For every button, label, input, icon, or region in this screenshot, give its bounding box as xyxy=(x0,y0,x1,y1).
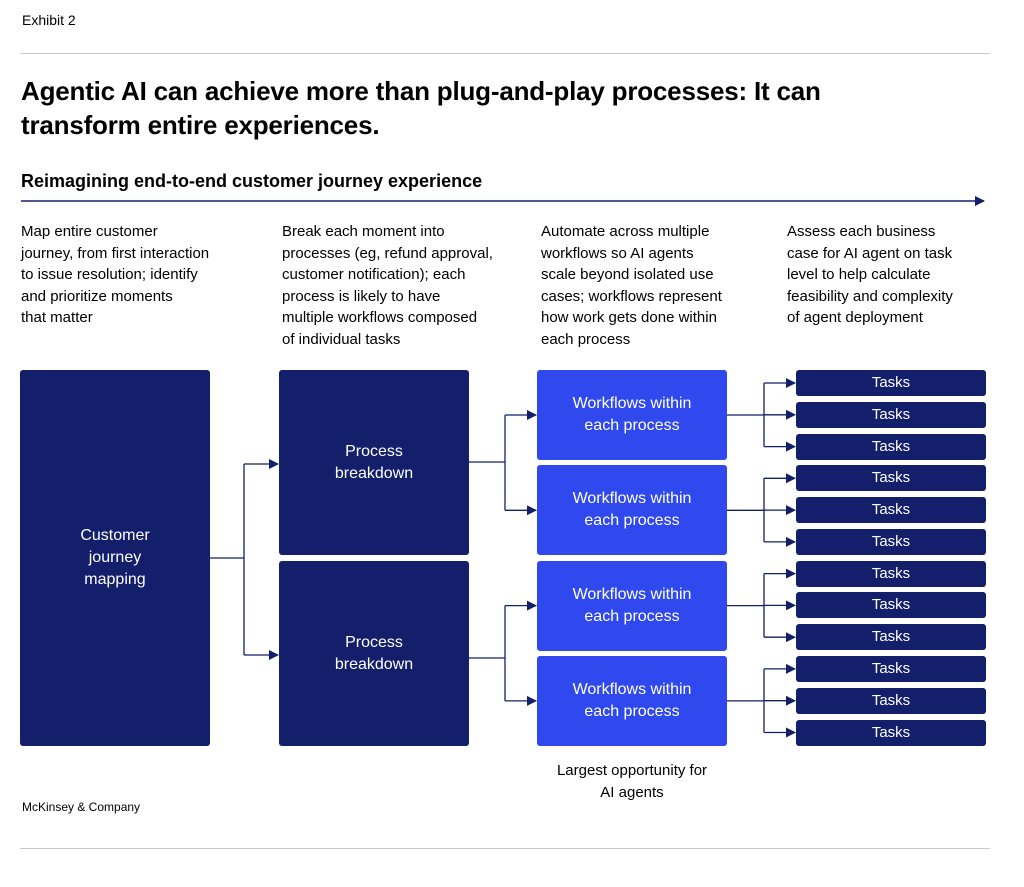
workflow-label: Workflows within each process xyxy=(572,680,692,720)
task-box: Tasks xyxy=(796,719,986,746)
bottom-divider xyxy=(20,848,990,849)
task-label: Tasks xyxy=(871,723,911,741)
column-description-tasks: Assess each business case for AI agent o… xyxy=(787,223,953,327)
diagram-subtitle: Reimagining end-to-end customer journey … xyxy=(21,171,483,191)
process-box-1: Process breakdown xyxy=(279,370,469,555)
exhibit-label: Exhibit 2 xyxy=(22,12,76,28)
task-box: Tasks xyxy=(796,655,986,682)
column-description-process: Break each moment into processes (eg, re… xyxy=(282,223,493,348)
workflow-box-2: Workflows within each process xyxy=(537,465,727,556)
task-box: Tasks xyxy=(796,465,986,492)
task-label: Tasks xyxy=(871,659,911,677)
task-label: Tasks xyxy=(871,501,911,519)
task-label: Tasks xyxy=(871,437,911,455)
task-box: Tasks xyxy=(796,624,986,651)
task-label: Tasks xyxy=(871,405,911,423)
task-box: Tasks xyxy=(796,401,986,428)
task-label: Tasks xyxy=(871,691,911,709)
task-box: Tasks xyxy=(796,370,986,396)
task-label: Tasks xyxy=(871,374,911,391)
task-box: Tasks xyxy=(796,433,986,460)
task-label: Tasks xyxy=(871,628,911,646)
task-label: Tasks xyxy=(871,532,911,550)
task-label: Tasks xyxy=(871,469,911,487)
workflow-caption: Largest opportunity for AI agents xyxy=(556,762,708,801)
top-divider xyxy=(20,53,990,54)
process-label: Process breakdown xyxy=(334,442,414,482)
task-box: Tasks xyxy=(796,560,986,587)
column-description-journey: Map entire customer journey, from first … xyxy=(21,223,210,327)
task-box: Tasks xyxy=(796,528,986,555)
task-box: Tasks xyxy=(796,687,986,714)
task-box: Tasks xyxy=(796,592,986,619)
workflow-label: Workflows within each process xyxy=(572,585,692,625)
task-label: Tasks xyxy=(871,596,911,614)
workflow-box-4: Workflows within each process xyxy=(537,655,727,746)
task-label: Tasks xyxy=(871,564,911,582)
customer-journey-label: Customer journey mapping xyxy=(80,527,150,588)
column-description-workflow: Automate across multiple workflows so AI… xyxy=(541,223,722,348)
workflow-label: Workflows within each process xyxy=(572,395,692,434)
process-box-2: Process breakdown xyxy=(279,561,469,746)
customer-journey-box: Customer journey mapping xyxy=(20,370,210,746)
workflow-box-3: Workflows within each process xyxy=(537,560,727,651)
process-label: Process breakdown xyxy=(334,633,414,673)
workflow-label: Workflows within each process xyxy=(572,490,692,530)
page-title: Agentic AI can achieve more than plug-an… xyxy=(21,76,821,140)
task-box: Tasks xyxy=(796,497,986,524)
workflow-box-1: Workflows within each process xyxy=(537,370,727,460)
source-label: McKinsey & Company xyxy=(22,800,141,814)
